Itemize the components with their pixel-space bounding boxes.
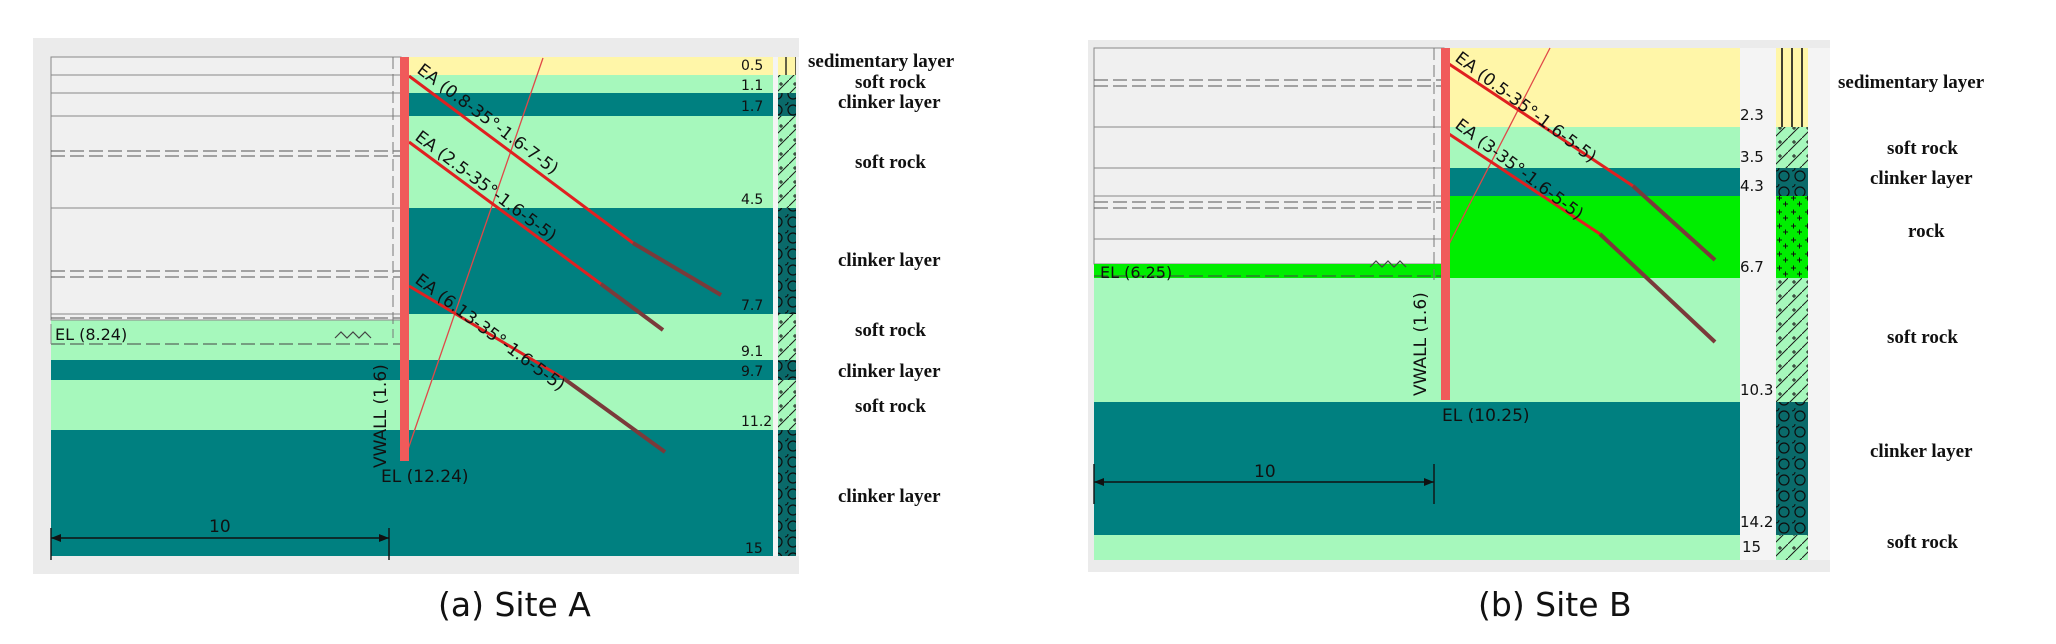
vwall	[1441, 48, 1450, 400]
depth-label: 1.1	[741, 78, 763, 94]
el-toe-label: EL (10.25)	[1442, 406, 1530, 426]
anchor-2-grout	[1598, 232, 1717, 344]
layer-label-a-8: soft rock	[855, 396, 926, 417]
ground-surface-icon	[1369, 260, 1407, 268]
excavation-zone	[50, 56, 402, 321]
layer-label-a-7: clinker layer	[838, 361, 941, 382]
site-a-diagram: EA (0.8-35°-1.6-7-5) EA (2.5-35°-1.6-5-5…	[33, 38, 799, 574]
layer-label-a-3: clinker layer	[838, 92, 941, 113]
depth-label: 2.3	[1740, 106, 1764, 124]
depth-label: 4.5	[741, 192, 763, 208]
failure-plane	[404, 57, 544, 459]
layer-label-b-6: clinker layer	[1870, 441, 1973, 462]
layer-label-a-2: soft rock	[855, 72, 926, 93]
depth-label: 11.2	[741, 414, 772, 430]
excavation-zone	[1093, 47, 1445, 265]
dimension-label: 10	[1254, 462, 1276, 482]
dimension-label: 10	[209, 517, 231, 537]
layer-label-a-5: clinker layer	[838, 250, 941, 271]
caption-site-b: (b) Site B	[1478, 585, 1632, 624]
depth-label: 6.7	[1740, 258, 1764, 276]
vwall	[400, 57, 409, 461]
depth-label: 9.1	[741, 344, 763, 360]
anchor-3-free	[408, 284, 564, 380]
failure-plane	[1445, 47, 1551, 251]
layer-label-b-4: rock	[1908, 221, 1945, 242]
layer-clinker-2	[1094, 402, 1740, 535]
depth-label: 7.7	[741, 298, 763, 314]
layer-soft-rock-3	[51, 314, 773, 360]
depth-column-a: 0.5 1.1 1.7 4.5 7.7 9.1 9.7 11.2 15	[741, 58, 772, 557]
depth-label: 15	[1742, 538, 1761, 556]
layer-label-a-6: soft rock	[855, 320, 926, 341]
layer-label-b-7: soft rock	[1887, 532, 1958, 553]
vwall-label: VWALL (1.6)	[1411, 292, 1431, 396]
layer-label-b-2: soft rock	[1887, 138, 1958, 159]
anchor-1-grout	[631, 241, 723, 297]
layer-clinker-4	[51, 430, 773, 556]
layer-label-b-5: soft rock	[1887, 327, 1958, 348]
anchor-2-free	[1445, 130, 1601, 236]
el-ground-label: EL (6.25)	[1100, 263, 1172, 282]
layer-soft-rock-3	[1094, 535, 1740, 560]
anchor-2-free	[408, 140, 602, 286]
depth-label: 4.3	[1740, 177, 1764, 195]
depth-label: 0.5	[741, 58, 763, 74]
anchor-2-grout	[599, 282, 665, 332]
borehole-log-b	[1776, 48, 1808, 560]
layer-clinker-3	[51, 360, 773, 380]
anchor-1-free	[1445, 60, 1634, 188]
depth-label: 15	[745, 541, 763, 557]
depth-label: 1.7	[741, 99, 763, 115]
layer-soft-rock-2	[1094, 278, 1740, 402]
el-toe-label: EL (12.24)	[381, 467, 469, 487]
ground-surface-icon	[334, 331, 372, 339]
borehole-log-a	[778, 57, 796, 556]
depth-label: 9.7	[741, 364, 763, 380]
layer-label-a-4: soft rock	[855, 152, 926, 173]
site-b-diagram: EA (0.5-35°-1.6-5-5) EA (3-35°-1.6-5-5) …	[1088, 40, 1830, 572]
layer-label-a-1: sedimentary layer	[808, 51, 955, 72]
anchor-3-grout	[561, 376, 667, 454]
layer-label-a-9: clinker layer	[838, 486, 941, 507]
vwall-label: VWALL (1.6)	[371, 364, 391, 468]
caption-site-a: (a) Site A	[438, 585, 591, 624]
layer-label-b-1: sedimentary layer	[1838, 72, 1985, 93]
depth-label: 14.2	[1740, 513, 1773, 531]
depth-column-b: 2.3 3.5 4.3 6.7 10.3 14.2 15	[1740, 106, 1773, 556]
depth-label: 10.3	[1740, 381, 1773, 399]
anchor-1-free	[408, 74, 634, 245]
layer-soft-rock-4	[51, 380, 773, 430]
depth-label: 3.5	[1740, 148, 1764, 166]
anchor-1-grout	[1631, 184, 1717, 262]
layer-label-b-3: clinker layer	[1870, 168, 1973, 189]
el-ground-label: EL (8.24)	[55, 325, 127, 344]
